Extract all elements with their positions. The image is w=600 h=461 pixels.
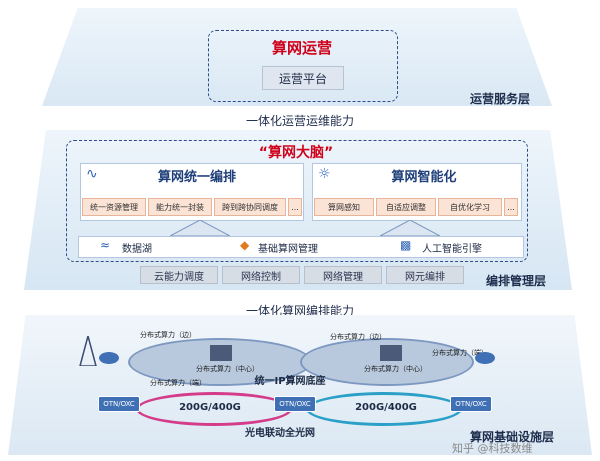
center-right-label: 分布式算力（中心） xyxy=(364,365,427,373)
data-lake-icon: ≈ xyxy=(100,238,111,252)
right-item-3: 自优化学习 xyxy=(438,198,502,216)
server-stack-icon-right xyxy=(380,345,402,361)
gray-cloud-dispatch: 云能力调度 xyxy=(140,266,218,284)
compute-capability: 一体化算网编排能力 xyxy=(245,303,354,318)
router-icon-right xyxy=(475,352,495,364)
otn-node-left: OTN/OXC xyxy=(98,396,140,412)
end-left-label: 分布式算力（端） xyxy=(150,379,206,387)
right-panel-title: 算网智能化 xyxy=(334,165,514,185)
gray-element-orch: 网元编排 xyxy=(386,266,464,284)
ops-capability: 一体化运营运维能力 xyxy=(245,113,354,128)
left-item-1: 统一资源管理 xyxy=(82,198,146,216)
link-speed-left: 200G/400G xyxy=(179,401,241,413)
edge-left-label: 分布式算力（边） xyxy=(140,331,196,339)
center-left-label: 分布式算力（中心） xyxy=(196,365,259,373)
base-bar xyxy=(78,236,524,258)
server-stack-icon xyxy=(210,345,232,361)
ai-engine-icon: ▩ xyxy=(400,238,412,252)
otn-node-right: OTN/OXC xyxy=(450,396,492,412)
end-right-label: 分布式算力（端） xyxy=(432,349,488,357)
brain-title: “算网大脑” xyxy=(258,145,334,161)
cube-icon: ◆ xyxy=(240,238,250,252)
router-icon xyxy=(99,352,119,364)
infrastructure-layer-label: 算网基础设施层 xyxy=(470,430,555,444)
operation-layer-label: 运营服务层 xyxy=(470,92,531,106)
operation-box xyxy=(208,30,398,102)
left-item-3: 跨到跨协同调度 xyxy=(214,198,286,216)
orchestration-layer-label: 编排管理层 xyxy=(486,274,547,288)
otn-node-mid: OTN/OXC xyxy=(274,396,316,412)
edge-right-label: 分布式算力（边） xyxy=(330,333,386,341)
brain-icon: ☼ xyxy=(318,166,331,182)
base-network-mgmt: 基础算网管理 xyxy=(258,244,318,255)
arrow-up-left-icon xyxy=(170,220,230,236)
right-item-2: 自适应调整 xyxy=(376,198,436,216)
right-item-1: 算网感知 xyxy=(314,198,374,216)
right-item-more: ... xyxy=(504,198,518,216)
gray-network-control: 网络控制 xyxy=(222,266,300,284)
left-panel-title: 算网统一编排 xyxy=(102,165,292,185)
platform-box: 运营平台 xyxy=(262,66,344,90)
link-speed-right: 200G/400G xyxy=(355,401,417,413)
chart-icon: ∿ xyxy=(86,166,98,182)
left-item-2: 能力统一封装 xyxy=(148,198,212,216)
base-data-lake: 数据湖 xyxy=(122,244,152,255)
ip-base-label: 统一IP算网底座 xyxy=(254,375,326,387)
base-ai-engine: 人工智能引擎 xyxy=(422,244,482,255)
arrow-up-right-icon xyxy=(380,220,440,236)
operation-title: 算网运营 xyxy=(271,38,332,57)
optical-network-label: 光电联动全光网 xyxy=(245,427,315,439)
brain-box xyxy=(66,140,528,262)
left-item-more: ... xyxy=(288,198,302,216)
gray-network-mgmt: 网络管理 xyxy=(304,266,382,284)
infrastructure-layer-bg xyxy=(8,315,592,455)
watermark-text: 知乎 @科技数维 xyxy=(452,442,533,455)
antenna-tower-icon xyxy=(79,336,97,366)
